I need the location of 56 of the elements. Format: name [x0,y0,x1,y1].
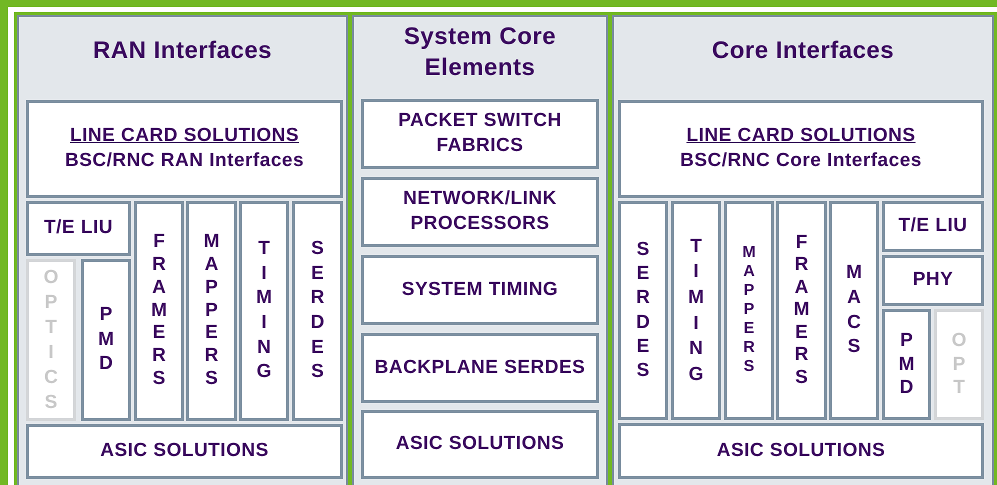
block [239,201,289,421]
block-label: BSC/RNC RAN Interfaces [64,149,304,173]
block [361,410,599,479]
block [26,424,343,479]
block [361,177,599,247]
group-panel [612,15,994,485]
block-heading: LINE CARD SOLUTIONS [70,124,300,148]
block [829,201,879,420]
block [882,201,984,252]
block [882,255,984,306]
block-label: TIMING [256,236,272,384]
block-label: T/E LIU [898,214,968,238]
block-label: SYSTEM TIMING [402,278,558,302]
block [361,99,599,169]
block-label: NETWORK/LINK PROCESSORS [402,187,558,236]
block [26,201,131,256]
group-panel [17,15,348,485]
block-label: FRAMERS [793,232,810,389]
block-label: ASIC SOLUTIONS [396,432,564,456]
block-label: SERDES [635,238,651,383]
panel-title: Core Interfaces [710,36,896,66]
block-label: PMD [98,302,114,376]
block [618,423,984,479]
block-label: PACKET SWITCH FABRICS [397,109,563,158]
block [671,201,721,420]
block [724,201,774,420]
block [26,100,343,198]
block-label: PHY [912,268,954,292]
group-panel [352,15,608,485]
block [776,201,827,420]
block [81,259,131,421]
block [186,201,237,421]
block-label: BSC/RNC Core Interfaces [680,149,922,173]
block-label: MAPPERS [203,231,220,391]
block-label: ASIC SOLUTIONS [716,438,886,463]
block [882,309,931,420]
block [361,255,599,325]
block-label: SERDES [310,236,326,384]
block-label: FRAMERS [150,231,168,391]
inactive-block [934,309,984,420]
block-label: BACKPLANE SERDES [374,356,586,380]
block-label: MAPPERS [742,244,756,377]
panel-title: System Core Elements [402,22,558,84]
block-label: PMD [898,328,915,400]
panel-title: RAN Interfaces [92,36,274,66]
block-label: TIMING [688,234,704,387]
block [618,100,984,198]
block-label: ASIC SOLUTIONS [100,439,269,464]
block-label: T/E LIU [44,216,113,240]
block [292,201,343,421]
block-heading: LINE CARD SOLUTIONS [686,124,916,148]
block [618,201,668,420]
inactive-block [26,259,76,421]
block [134,201,184,421]
block [361,333,599,403]
block-label: MACS [846,261,862,360]
